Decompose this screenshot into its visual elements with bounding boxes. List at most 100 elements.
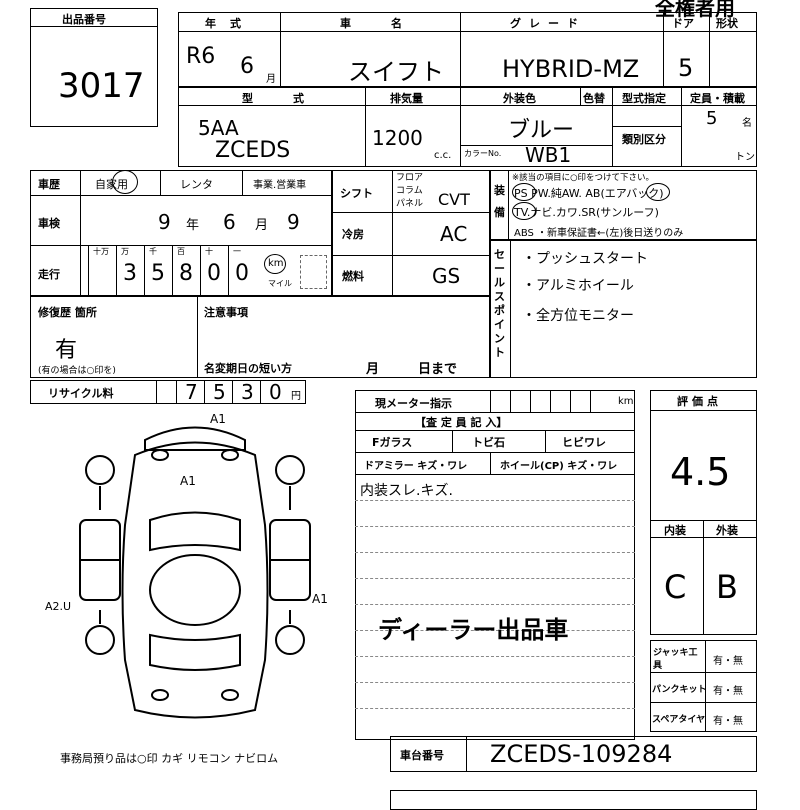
mileage-label: 走行 — [38, 268, 60, 281]
equipment-note: ※該当の項目に○印をつけて下さい。 — [512, 173, 655, 183]
inspector-label: 【査 定 員 記 入】 — [415, 416, 508, 429]
interior-grade: C — [664, 568, 687, 606]
class-label: 類別区分 — [622, 133, 666, 146]
listing-number: 3017 — [58, 66, 145, 106]
sales-point-2: ・アルミホイール — [522, 278, 634, 294]
jack-label: ジャッキ工具 — [653, 648, 698, 671]
chip-label: トビ石 — [472, 436, 505, 449]
cc-unit: c.c. — [434, 150, 452, 161]
recycle-digit: 3 — [241, 380, 254, 404]
car-name-label: 車名 — [340, 17, 442, 30]
mileage-digit-label: 一 — [233, 247, 241, 256]
jack-yes-no: 有・無 — [713, 656, 743, 667]
name-change-label: 名変期日の短い方 — [204, 362, 292, 375]
puncture-yes-no: 有・無 — [713, 686, 743, 697]
recycle-box — [30, 380, 306, 404]
capacity-value: 5 — [706, 108, 718, 129]
shift-value: CVT — [438, 190, 470, 209]
caution-label: 注意事項 — [204, 306, 248, 319]
model-code-1: 5AA — [198, 116, 239, 140]
spare-label: スペアタイヤ — [652, 715, 706, 725]
mileage-digit: 8 — [179, 261, 193, 286]
shape-label: 形状 — [716, 17, 738, 30]
mileage-digit-label: 十 — [205, 247, 213, 256]
shaken-label: 車検 — [38, 217, 60, 230]
shaken-year-unit: 年 — [186, 218, 200, 233]
displacement-value: 1200 — [372, 126, 423, 150]
history-table — [30, 170, 332, 296]
tools-box — [650, 640, 757, 732]
damage-mark-right: A1 — [312, 592, 328, 606]
repair-value: 有 — [55, 338, 78, 363]
fuel-label: 燃料 — [342, 270, 364, 283]
sales-point-3: ・全方位モニター — [522, 308, 634, 324]
capacity-label: 定員・積載 — [690, 92, 745, 105]
type-spec-label: 型式指定 — [622, 92, 666, 105]
mileage-digit: 5 — [151, 261, 165, 286]
equipment-line-1: PS PW.純AW. AB(エアバック) — [514, 187, 664, 200]
office-note: 事務局預り品は○印 カギ リモコン ナビロム — [60, 752, 279, 765]
meter-unit: km — [618, 396, 634, 407]
mileage-digit: 0 — [235, 261, 249, 286]
exterior-label: 外装 — [716, 524, 738, 537]
car-diagram — [79, 426, 311, 719]
month-value: 6 — [240, 54, 254, 79]
equipment-table — [490, 170, 757, 240]
mileage-digit-label: 千 — [149, 247, 157, 256]
meter-digit-cell — [510, 390, 530, 412]
listing-number-box — [30, 8, 158, 127]
shift-opt-floor: フロア — [396, 173, 424, 183]
wheel-label: ホイール(CP) キズ・ワレ — [500, 461, 618, 472]
shaken-year: 9 — [158, 210, 171, 234]
door-mirror-label: ドアミラー キズ・ワレ — [364, 461, 468, 472]
inspector-box — [355, 390, 635, 740]
displacement-label: 排気量 — [390, 92, 423, 105]
month-unit: 月 — [266, 74, 276, 85]
recycle-digit-cell: 0 — [260, 380, 288, 404]
grade-label: グレード — [510, 17, 586, 30]
history-rental: レンタ — [180, 178, 213, 191]
meter-label: 現メーター指示 — [375, 397, 452, 410]
name-change-day: 日まで — [418, 362, 458, 377]
car-name: スイフト — [348, 58, 444, 86]
puncture-label: パンクキット — [652, 685, 707, 695]
exterior-grade: B — [716, 568, 738, 606]
mileage-digit-label: 百 — [177, 247, 185, 256]
grade-value: HYBRID-MZ — [502, 55, 640, 83]
mileage-digit: 0 — [207, 261, 221, 286]
meter-digit-cell — [530, 390, 550, 412]
year-value: R6 — [186, 44, 216, 69]
interior-label: 内装 — [664, 524, 686, 537]
grade-score: 4.5 — [670, 450, 731, 494]
fuel-value: GS — [432, 264, 461, 288]
door-label: ドア — [672, 17, 694, 30]
history-business: 事業.営業車 — [253, 180, 307, 191]
repair-note: (有の場合は○印を) — [38, 366, 116, 376]
listing-number-label: 出品番号 — [62, 13, 106, 26]
shift-opt-column: コラム — [396, 186, 423, 196]
bottom-box — [390, 790, 757, 810]
f-glass-label: Fガラス — [372, 436, 413, 449]
shaken-day: 9 — [287, 210, 300, 234]
recycle-digit: 5 — [213, 380, 226, 404]
damage-mark-front: A1 — [210, 412, 226, 426]
model-code-2: ZCEDS — [215, 138, 291, 163]
shift-label: シフト — [340, 187, 373, 200]
meter-digit-cell — [550, 390, 570, 412]
spec-table — [332, 170, 490, 296]
mileage-digit-cell: 十万 — [88, 245, 116, 296]
km-circle — [264, 254, 286, 274]
mile-checkbox — [300, 255, 327, 289]
equipment-line-3: ABS ・新車保証書←(左)後日送りのみ — [514, 228, 684, 239]
sales-points-box — [490, 240, 757, 378]
model-label: 型式 — [242, 92, 344, 105]
chassis-box — [390, 736, 757, 772]
ton-unit: トン — [735, 152, 755, 163]
shaken-month: 6 — [223, 210, 236, 234]
doors-value: 5 — [678, 54, 694, 82]
mileage-digit-label: 十万 — [93, 247, 109, 256]
